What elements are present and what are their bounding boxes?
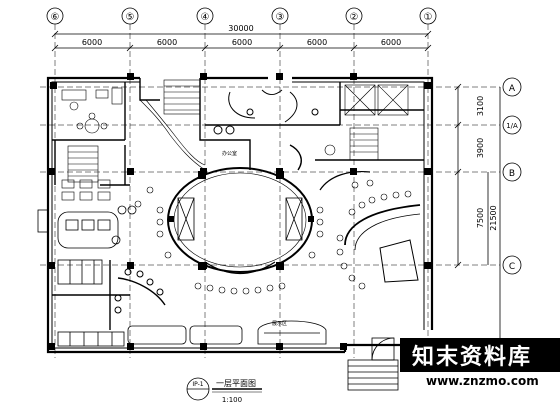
title-tag: IP-1 [192,381,203,388]
column-label-2: ② [350,12,359,23]
atrium-columns [168,171,314,270]
atrium-chairs [156,206,324,295]
watermark-name: 知末资料库 [412,345,533,370]
workstations [57,205,137,285]
central-atrium [167,167,313,273]
dim-bay-3: 6000 [232,38,252,47]
exterior-walls-inner [51,81,425,349]
title-block [186,377,262,401]
row-label-a: A [509,84,516,94]
column-bubbles [46,7,437,25]
dim-total-width: 30000 [228,24,253,33]
stair-top-right [344,84,409,161]
column-label-6: ⑥ [51,12,60,23]
stair-top-left [139,79,206,171]
dim-right-2: 3900 [476,138,485,158]
watermark-banner [400,338,560,372]
column-label-3: ③ [276,12,285,23]
column-label-4: ④ [201,12,210,23]
interior-partitions [52,78,424,330]
title-scale: 1:100 [222,396,242,404]
row-label-1a: 1/A [506,122,518,130]
right-lounge-chairs [324,144,412,290]
left-window [37,209,49,233]
dim-right-1: 3100 [476,96,485,116]
lower-left-lounge [114,268,166,314]
atrium-desk [204,261,276,274]
dining-tables [61,179,154,208]
dim-right-3: 7500 [476,208,485,228]
stair-left [67,145,99,183]
office-furniture [61,87,123,134]
bottom-displays [57,320,327,347]
column-label-5: ⑤ [126,12,135,23]
dim-bay-1: 6000 [82,38,102,47]
right-lounge [319,170,421,283]
dim-bay-5: 6000 [381,38,401,47]
row-bubbles [502,77,522,275]
room-label-display: 展示区 [272,321,287,327]
dim-total-depth: 21500 [489,205,498,230]
entrance [347,337,399,391]
watermark-url: www.znzmo.com [426,374,539,388]
top-lounge [213,89,319,171]
room-label-office: 办公室 [222,150,237,157]
column-label-1: ① [424,12,433,23]
top-dimensions [51,30,432,52]
row-label-c: C [509,262,515,272]
title-name: 一层平面图 [216,379,256,388]
right-dimensions [454,83,501,345]
dim-bay-4: 6000 [307,38,327,47]
row-label-b: B [509,169,515,179]
dim-bay-2: 6000 [157,38,177,47]
